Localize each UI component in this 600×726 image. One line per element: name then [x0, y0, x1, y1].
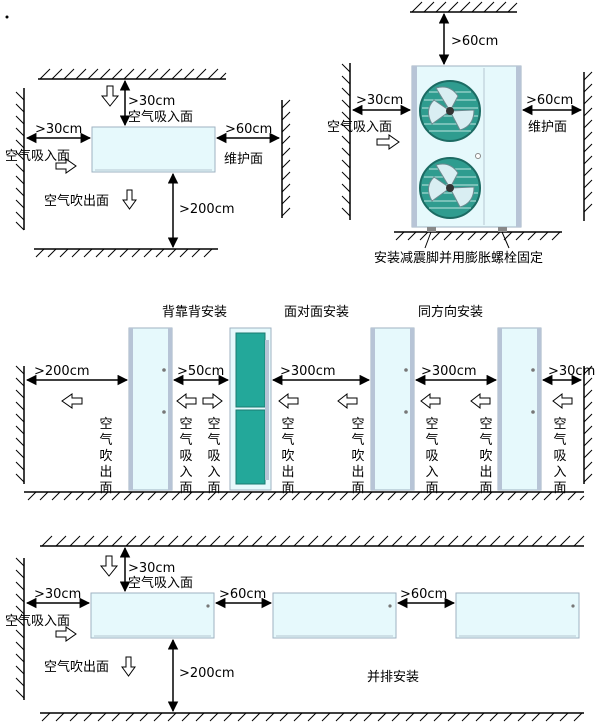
wall-unit-c — [455, 592, 580, 639]
label-left-30-s3: >30cm — [34, 587, 81, 602]
hollow-arrow-left-6 — [470, 392, 491, 410]
vertical-labels: 空气吹出面 空气吸入面 空气吸入面 空气吹出面 空气吹出面 空气吸入面 空气吹出面 空气吸入面 — [99, 417, 566, 496]
dot-mark — [5, 15, 9, 19]
hollow-arrow-right — [55, 158, 77, 174]
label-bottom-200: >200cm — [179, 202, 235, 217]
label-left-30b: >30cm — [356, 93, 403, 108]
vertical-label-outlet-1: 空气吹出面 — [99, 417, 112, 496]
label-intake-b: 空气吸入面 — [327, 119, 392, 135]
label-300b: >300cm — [421, 364, 477, 379]
hollow-arrow-left-5 — [420, 392, 441, 410]
hollow-arrow-down-s3 — [99, 555, 119, 577]
label-gap-60b: >60cm — [400, 587, 447, 602]
label-200: >200cm — [34, 364, 90, 379]
title-face-to-face: 面对面安装 — [284, 305, 349, 320]
section-wall-unit-top: >30cm 空气吸入面 >30cm 空气吸入面 >60cm 维护面 空气吹出面 … — [5, 68, 291, 258]
label-left-intake-s3: 空气吸入面 — [5, 613, 70, 629]
label-right-60: >60cm — [225, 122, 272, 137]
section-outdoor-unit: >60cm >30cm >60cm 空气吸入面 维护面 安装减震脚并用膨胀螺栓固… — [327, 1, 593, 266]
label-maintenance: 维护面 — [224, 152, 263, 167]
label-top-intake-s3: 空气吸入面 — [128, 575, 193, 591]
ceiling-hatch — [38, 68, 227, 80]
label-top-intake: 空气吸入面 — [128, 109, 193, 125]
left-wall-hatch — [15, 88, 25, 231]
vertical-label-intake-1: 空气吸入面 — [179, 417, 192, 496]
vertical-label-outlet-3: 空气吹出面 — [351, 417, 364, 496]
fan-top-icon — [419, 80, 481, 142]
title-back-to-back: 背靠背安装 — [162, 305, 227, 320]
hollow-arrow-left-4 — [337, 392, 358, 410]
label-left-intake: 空气吸入面 — [5, 148, 70, 164]
vertical-label-outlet-2: 空气吹出面 — [281, 417, 294, 496]
label-fix-note: 安装减震脚并用膨胀螺栓固定 — [374, 250, 543, 266]
vertical-label-intake-2: 空气吸入面 — [207, 417, 220, 496]
wall-unit-box — [91, 126, 216, 173]
fan-bottom-icon — [419, 157, 481, 219]
label-outlet: 空气吹出面 — [44, 193, 109, 209]
label-200-s3: >200cm — [179, 666, 235, 681]
section-arrangements: 背靠背安装 面对面安装 同方向安装 — [15, 304, 595, 501]
hollow-arrow-right-3 — [202, 392, 223, 410]
label-30c: >30cm — [548, 364, 595, 379]
label-top-60: >60cm — [451, 34, 498, 49]
unit-4 — [497, 327, 542, 491]
unit-3 — [370, 327, 415, 491]
label-top-30-s3: >30cm — [128, 561, 175, 576]
label-maintenance-b: 维护面 — [528, 120, 567, 135]
hollow-arrow-left-2 — [176, 392, 197, 410]
vertical-label-intake-4: 空气吸入面 — [553, 417, 566, 496]
label-outlet-s3: 空气吹出面 — [44, 659, 109, 675]
hollow-arrow-down-2 — [122, 189, 137, 210]
vertical-label-intake-3: 空气吸入面 — [425, 417, 438, 496]
floor-hatch — [34, 248, 218, 258]
hollow-arrow-down — [100, 85, 120, 107]
hollow-arrow-right-s3 — [55, 626, 77, 642]
label-50: >50cm — [177, 364, 224, 379]
hollow-arrow-down-s3b — [121, 656, 136, 677]
hollow-arrow-left-3 — [278, 392, 299, 410]
label-gap-60a: >60cm — [219, 587, 266, 602]
right-wall-hatch — [281, 99, 291, 218]
title-same-direction: 同方向安装 — [418, 304, 483, 320]
label-300a: >300cm — [280, 364, 336, 379]
hollow-arrow-right-2 — [376, 134, 400, 150]
wall-unit-b — [272, 592, 397, 639]
unit-2 — [229, 327, 272, 491]
section-side-by-side: >30cm 空气吸入面 >30cm 空气吸入面 >60cm >60cm 空气吹出… — [5, 535, 585, 722]
hollow-arrow-left-1 — [61, 393, 83, 409]
unit-1 — [128, 327, 173, 491]
label-right-60b: >60cm — [526, 93, 573, 108]
label-top-30: >30cm — [128, 94, 175, 109]
wall-unit-a — [90, 592, 215, 639]
hollow-arrow-left-7 — [552, 392, 573, 410]
vertical-label-outlet-4: 空气吹出面 — [479, 417, 492, 496]
label-side-by-side: 并排安装 — [367, 670, 419, 685]
label-left-30: >30cm — [35, 122, 82, 137]
